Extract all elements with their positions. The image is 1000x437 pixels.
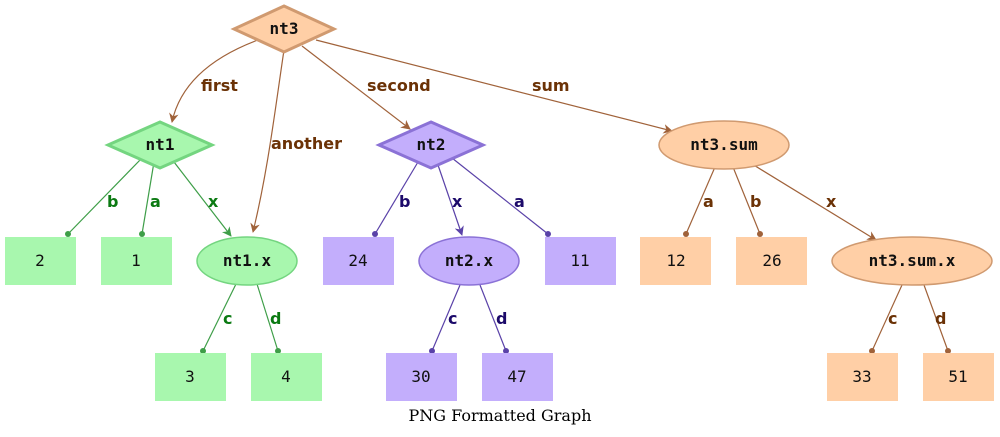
edge-label-first: first (201, 76, 238, 95)
leaf-sum-a[interactable]: 12 (640, 237, 711, 285)
node-nt2-label: nt2 (417, 135, 446, 154)
node-nt2-x-label: nt2.x (445, 251, 494, 270)
edge-nt2-b (374, 161, 419, 235)
leaf-nt2x-c[interactable]: 30 (386, 353, 457, 401)
edge-nt1x-c-dot (200, 348, 206, 354)
leaf-nt2-a[interactable]: 11 (545, 237, 616, 285)
node-nt1[interactable]: nt1 (104, 120, 216, 170)
leaf-nt1x-c[interactable]: 3 (155, 353, 226, 401)
edge-sum-b-dot (757, 231, 763, 237)
edge-label-nt2-a: a (514, 192, 525, 211)
node-nt2-x[interactable]: nt2.x (418, 236, 520, 286)
node-nt3-sum-label: nt3.sum (690, 135, 758, 154)
leaf-nt1-b-label: 2 (35, 251, 45, 270)
leaf-nt2-b-label: 24 (348, 251, 367, 270)
edge-label-sum-b: b (750, 192, 761, 211)
leaf-nt2x-d-label: 47 (507, 367, 526, 386)
leaf-sum-b-label: 26 (762, 251, 781, 270)
leaf-nt1x-c-label: 3 (185, 367, 195, 386)
leaf-nt1-a[interactable]: 1 (101, 237, 172, 285)
node-nt3-label: nt3 (270, 19, 299, 38)
edge-nt1-a (141, 161, 155, 235)
leaf-sumx-c[interactable]: 33 (827, 353, 898, 401)
edge-nt2x-c-dot (429, 348, 435, 354)
edge-nt2x-c (431, 284, 461, 352)
edge-nt1x-c (202, 283, 237, 352)
edge-nt1x-d (256, 283, 279, 352)
edge-label-sum-x: x (826, 192, 837, 211)
node-nt3[interactable]: nt3 (230, 4, 338, 54)
edge-labels: first another second sum b a x c d b x a… (107, 76, 946, 328)
edge-sum-x (751, 163, 877, 241)
edge-label-another: another (271, 134, 342, 153)
nodes: nt3 nt1 nt2 nt3.sum nt1.x nt2.x (5, 4, 994, 401)
edge-sum-b (732, 166, 761, 235)
edge-nt2x-d (479, 284, 507, 352)
edge-another (250, 49, 285, 233)
edges (65, 39, 951, 354)
node-nt2[interactable]: nt2 (375, 120, 487, 170)
node-nt3-sum-x-label: nt3.sum.x (869, 251, 956, 270)
edge-nt1x-d-dot (275, 348, 281, 354)
edge-nt2-a (451, 157, 549, 235)
leaf-sumx-d-label: 51 (948, 367, 967, 386)
node-nt1-x-label: nt1.x (223, 251, 272, 270)
node-nt1-label: nt1 (146, 135, 175, 154)
node-nt3-sum-x[interactable]: nt3.sum.x (831, 236, 993, 286)
edge-nt1-b (67, 157, 143, 235)
edge-label-nt1x-c: c (223, 309, 232, 328)
edge-sumx-d-dot (945, 348, 951, 354)
edge-nt1-b-dot (65, 231, 71, 237)
edge-second (301, 45, 411, 130)
leaf-nt1x-d-label: 4 (281, 367, 291, 386)
edge-label-second: second (367, 76, 431, 95)
edge-first (169, 39, 259, 123)
edge-nt2-a-dot (545, 231, 551, 237)
edge-nt2-b-dot (372, 231, 378, 237)
edge-sum (315, 39, 673, 134)
edge-label-nt2-x: x (452, 192, 463, 211)
leaf-nt1x-d[interactable]: 4 (251, 353, 322, 401)
leaf-sum-b[interactable]: 26 (736, 237, 807, 285)
node-nt1-x[interactable]: nt1.x (196, 236, 298, 286)
leaf-nt2x-d[interactable]: 47 (482, 353, 553, 401)
edge-sumx-c-dot (869, 348, 875, 354)
leaf-sumx-d[interactable]: 51 (923, 353, 994, 401)
edge-label-sumx-c: c (888, 309, 897, 328)
edge-sum-a (685, 166, 716, 235)
edge-label-nt2-b: b (399, 192, 410, 211)
leaf-nt2-b[interactable]: 24 (323, 237, 394, 285)
edge-label-nt2x-d: d (496, 309, 507, 328)
edge-label-nt1-x: x (208, 192, 219, 211)
edge-label-sum-a: a (703, 192, 714, 211)
edge-sum-a-dot (683, 231, 689, 237)
node-nt3-sum[interactable]: nt3.sum (658, 120, 790, 170)
edge-label-nt1x-d: d (270, 309, 281, 328)
edge-label-nt1-a: a (150, 192, 161, 211)
edge-label-sum: sum (532, 76, 570, 95)
graph-caption: PNG Formatted Graph (408, 406, 591, 425)
edge-nt1-a-dot (139, 231, 145, 237)
edge-nt2x-d-dot (503, 348, 509, 354)
leaf-sumx-c-label: 33 (852, 367, 871, 386)
edge-sumx-c (871, 284, 903, 352)
leaf-sum-a-label: 12 (666, 251, 685, 270)
edge-sumx-d (923, 284, 949, 352)
edge-label-sumx-d: d (935, 309, 946, 328)
edge-label-nt2x-c: c (448, 309, 457, 328)
edge-nt1-x (173, 161, 232, 237)
leaf-nt1-a-label: 1 (131, 251, 141, 270)
edge-nt2-x (437, 164, 464, 236)
leaf-nt2x-c-label: 30 (411, 367, 430, 386)
leaf-nt1-b[interactable]: 2 (5, 237, 76, 285)
leaf-nt2-a-label: 11 (570, 251, 589, 270)
edge-label-nt1-b: b (107, 192, 118, 211)
